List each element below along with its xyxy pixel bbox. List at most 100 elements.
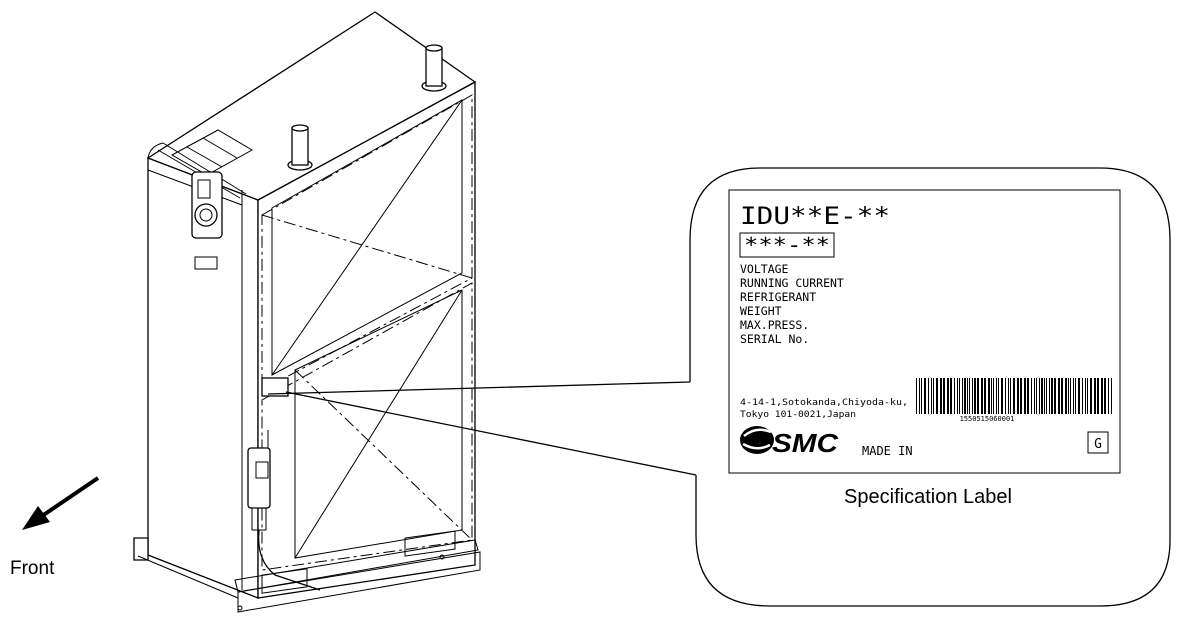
barcode-bar xyxy=(1108,378,1109,414)
base-frame xyxy=(133,530,481,613)
upper-access-panel xyxy=(261,94,473,391)
pressure-gauge xyxy=(194,203,218,227)
barcode-bar xyxy=(1068,378,1069,414)
barcode-bar xyxy=(957,378,958,414)
specification-label: IDU**E-** ***-** VOLTAGE RUNNING CURRENT… xyxy=(728,189,1121,474)
barcode-bar xyxy=(977,378,979,414)
barcode-bar xyxy=(964,378,966,414)
barcode-bar xyxy=(984,378,986,414)
power-switch xyxy=(197,179,211,199)
barcode-bar xyxy=(1058,378,1060,414)
barcode-bar xyxy=(1094,378,1096,414)
barcode-bar xyxy=(988,378,990,414)
barcode-bar xyxy=(940,378,942,414)
label-model: IDU**E-** xyxy=(740,202,890,230)
label-made-in: MADE IN xyxy=(862,444,913,458)
barcode-bar xyxy=(1065,378,1067,414)
callout-leader-bottom xyxy=(285,391,697,476)
barcode-bar xyxy=(1031,378,1032,414)
indicator-lamp xyxy=(194,256,218,270)
barcode-bar xyxy=(991,378,992,414)
barcode-bar xyxy=(1051,378,1053,414)
auto-drain-filter xyxy=(247,430,321,591)
top-vent-panel xyxy=(170,129,254,176)
label-border xyxy=(728,189,1121,474)
smc-logo-mark-icon xyxy=(740,426,774,454)
lower-access-panel xyxy=(261,282,473,571)
barcode-bar xyxy=(1111,378,1112,414)
barcode-bar xyxy=(1008,378,1009,414)
barcode-bar xyxy=(1036,378,1037,414)
barcode-bar xyxy=(962,378,963,414)
barcode-bar xyxy=(1039,378,1040,414)
barcode-bar xyxy=(1046,378,1047,414)
barcode-bar xyxy=(1041,378,1043,414)
barcode-bar xyxy=(1005,378,1006,414)
barcode-bar xyxy=(919,378,920,414)
label-address-line2: Tokyo 101-0021,Japan xyxy=(740,410,856,420)
barcode-bar xyxy=(1097,378,1099,414)
barcode-bar xyxy=(954,378,955,414)
label-field-max-press: MAX.PRESS. xyxy=(740,318,809,332)
label-field-refrigerant: REFRIGERANT xyxy=(740,290,816,304)
barcode-bar xyxy=(933,378,934,414)
barcode-bar xyxy=(1024,378,1026,414)
spec-label-location xyxy=(261,377,289,397)
barcode-bar xyxy=(936,378,938,414)
barcode-bar xyxy=(924,378,926,414)
barcode-bar xyxy=(1075,378,1076,414)
barcode xyxy=(916,378,1112,414)
barcode-bar xyxy=(1085,378,1086,414)
callout-leader-top xyxy=(267,381,691,395)
barcode-bar xyxy=(1013,378,1015,414)
callout-caption: Specification Label xyxy=(844,486,1012,508)
barcode-bar xyxy=(1101,378,1103,414)
barcode-bar xyxy=(1104,378,1106,414)
barcode-number: 1550515060001 xyxy=(960,415,1015,423)
barcode-bar xyxy=(974,378,976,414)
barcode-bar xyxy=(1090,378,1092,414)
label-field-weight: WEIGHT xyxy=(740,304,782,318)
label-address-line1: 4-14-1,Sotokanda,Chiyoda-ku, xyxy=(740,398,908,408)
barcode-bar xyxy=(1073,378,1074,414)
barcode-bar xyxy=(972,378,973,414)
barcode-bar xyxy=(921,378,922,414)
barcode-bar xyxy=(1070,378,1071,414)
barcode-bar xyxy=(916,378,917,414)
front-label: Front xyxy=(10,558,55,579)
barcode-bar xyxy=(1049,378,1050,414)
grade-mark: G xyxy=(1094,437,1102,452)
refrigerated-air-dryer xyxy=(133,11,481,613)
callout-bubble xyxy=(689,167,1171,607)
label-code: ***-** xyxy=(744,233,830,257)
front-direction-arrow-icon xyxy=(22,476,100,530)
barcode-bar xyxy=(1078,378,1080,414)
barcode-bar xyxy=(1034,378,1035,414)
barcode-bar xyxy=(1001,378,1003,414)
barcode-bar xyxy=(996,378,997,414)
smc-logo-text: SMC xyxy=(772,428,839,458)
barcode-bar xyxy=(1020,378,1022,414)
label-field-running-current: RUNNING CURRENT xyxy=(740,276,844,290)
inlet-port xyxy=(287,124,313,171)
barcode-bar xyxy=(993,378,994,414)
barcode-bar xyxy=(981,378,983,414)
barcode-bar xyxy=(943,378,945,414)
barcode-bar xyxy=(998,378,999,414)
barcode-bar xyxy=(931,378,932,414)
barcode-bar xyxy=(1082,378,1083,414)
barcode-bar xyxy=(950,378,952,414)
barcode-bar xyxy=(967,378,968,414)
smc-logo: SMC xyxy=(740,426,839,458)
barcode-bar xyxy=(1087,378,1088,414)
barcode-bar xyxy=(928,378,929,414)
barcode-bar xyxy=(947,378,949,414)
label-code-box xyxy=(739,232,835,258)
barcode-bar xyxy=(1010,378,1011,414)
barcode-bar xyxy=(1061,378,1063,414)
barcode-bar xyxy=(1017,378,1019,414)
barcode-bar xyxy=(1054,378,1056,414)
label-field-voltage: VOLTAGE xyxy=(740,262,789,276)
barcode-bar xyxy=(959,378,960,414)
